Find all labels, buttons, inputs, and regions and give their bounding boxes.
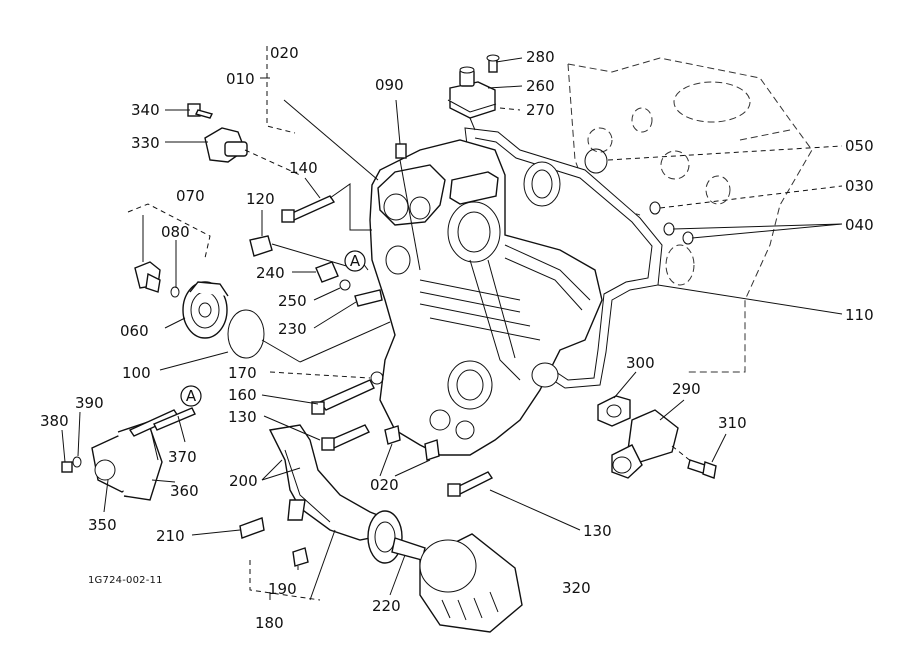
- part-number-360: 360: [170, 482, 199, 500]
- marker-label: A: [186, 387, 197, 405]
- part-number-050: 050: [845, 137, 874, 155]
- part-number-290: 290: [672, 380, 701, 398]
- marker-label: A: [350, 252, 361, 270]
- reference-marker-a-lower: A: [180, 385, 202, 407]
- water-pump-assembly: [182, 281, 265, 359]
- part-number-250: 250: [278, 292, 307, 310]
- part-number-350: 350: [88, 516, 117, 534]
- part-number-260: 260: [526, 77, 555, 95]
- part-number-120: 120: [246, 190, 275, 208]
- reference-marker-a-upper: A: [344, 250, 366, 272]
- water-flange-assembly: [597, 395, 717, 479]
- part-number-170: 170: [228, 364, 257, 382]
- drawing-code: 1G724-002-11: [88, 575, 163, 586]
- part-number-270: 270: [526, 101, 555, 119]
- part-number-330: 330: [131, 134, 160, 152]
- part-number-160: 160: [228, 386, 257, 404]
- part-number-220: 220: [372, 597, 401, 615]
- sensor-assembly: [187, 103, 248, 163]
- part-number-340: 340: [131, 101, 160, 119]
- leader-lines: [61, 46, 843, 601]
- thermostat-cover-assembly: [447, 54, 500, 119]
- part-number-090: 090: [375, 76, 404, 94]
- part-number-300: 300: [626, 354, 655, 372]
- part-number-080: 080: [161, 223, 190, 241]
- part-number-140: 140: [289, 159, 318, 177]
- part-number-320: 320: [562, 579, 591, 597]
- gear-case: [369, 139, 603, 456]
- bolts-and-fasteners: [153, 143, 494, 497]
- part-number-230: 230: [278, 320, 307, 338]
- oil-strainer-assembly: [239, 424, 426, 567]
- part-number-200: 200: [229, 472, 258, 490]
- oil-pump-assembly: [61, 409, 180, 501]
- part-number-380: 380: [40, 412, 69, 430]
- part-number-100: 100: [122, 364, 151, 382]
- plug-assembly: [134, 261, 180, 298]
- part-number-310: 310: [718, 414, 747, 432]
- part-number-240: 240: [256, 264, 285, 282]
- part-number-010: 010: [226, 70, 255, 88]
- part-number-190: 190: [268, 580, 297, 598]
- part-number-280: 280: [526, 48, 555, 66]
- part-number-060: 060: [120, 322, 149, 340]
- part-number-040: 040: [845, 216, 874, 234]
- part-number-180: 180: [255, 614, 284, 632]
- part-number-390: 390: [75, 394, 104, 412]
- part-number-020: 020: [370, 476, 399, 494]
- part-number-020: 020: [270, 44, 299, 62]
- part-number-130: 130: [583, 522, 612, 540]
- oil-filter: [419, 533, 523, 633]
- part-number-130: 130: [228, 408, 257, 426]
- part-number-070: 070: [176, 187, 205, 205]
- part-number-370: 370: [168, 448, 197, 466]
- part-number-callouts: 020 010 340 330 090 280 260 270 140 050 …: [40, 44, 874, 632]
- part-number-030: 030: [845, 177, 874, 195]
- part-number-210: 210: [156, 527, 185, 545]
- part-number-110: 110: [845, 306, 874, 324]
